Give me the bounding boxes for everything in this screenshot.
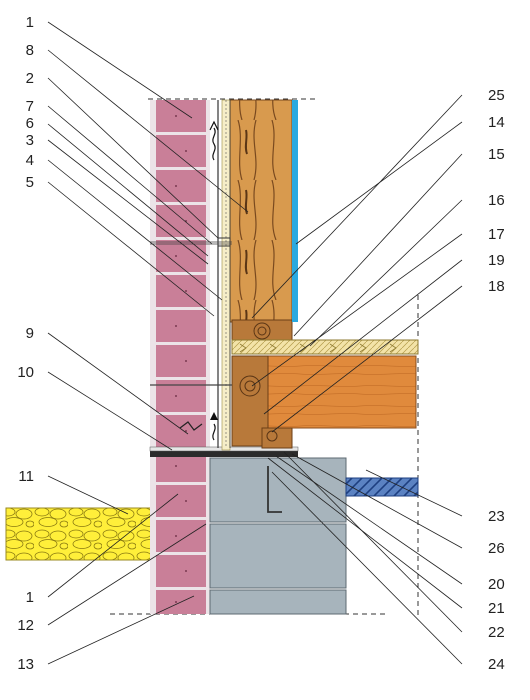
brick-course [156, 485, 206, 517]
brick-course [156, 170, 206, 202]
brick-course [156, 100, 206, 132]
label-left-12: 12 [17, 617, 34, 634]
brick-texture-dot [185, 360, 187, 362]
brick-texture-dot [185, 430, 187, 432]
label-right-12: 24 [488, 656, 505, 673]
label-right-0: 25 [488, 87, 505, 104]
foundation-blocks [209, 457, 347, 615]
label-left-7: 5 [26, 174, 34, 191]
brick-texture-dot [175, 601, 177, 603]
label-left-0: 1 [26, 14, 34, 31]
label-right-6: 18 [488, 278, 505, 295]
label-right-5: 19 [488, 252, 505, 269]
label-left-10: 11 [18, 468, 34, 485]
label-left-5: 3 [26, 132, 34, 149]
label-left-1: 8 [26, 42, 34, 59]
timber-wall-log [229, 99, 293, 323]
brick-course [156, 555, 206, 587]
brick-texture-dot [175, 395, 177, 397]
floor-beam [265, 355, 417, 429]
brick-course [156, 415, 206, 447]
label-left-13: 13 [17, 656, 34, 673]
brick-facing-wall [150, 100, 210, 614]
brick-course [156, 135, 206, 167]
label-left-6: 4 [26, 152, 34, 169]
gravel-backfill [5, 507, 157, 561]
brick-course [156, 345, 206, 377]
brick-texture-dot [175, 255, 177, 257]
right-labels: 25 14 15 16 17 19 18 23 26 20 21 22 24 [488, 87, 505, 673]
label-left-2: 2 [26, 70, 34, 87]
brick-texture-dot [185, 570, 187, 572]
brick-course [156, 310, 206, 342]
leader-lines [47, 21, 463, 665]
air-flow-arrows [209, 120, 219, 441]
ventilation-pipe [345, 477, 419, 497]
brick-texture-dot [185, 500, 187, 502]
label-right-3: 16 [488, 192, 505, 209]
label-right-10: 21 [488, 600, 505, 617]
label-left-8: 9 [26, 325, 34, 342]
left-labels: 1 8 2 7 6 3 4 5 9 10 11 1 12 13 [17, 14, 34, 673]
label-right-7: 23 [488, 508, 505, 525]
brick-texture-dot [175, 465, 177, 467]
sill-log [231, 355, 269, 447]
brick-texture-dot [175, 115, 177, 117]
label-right-8: 26 [488, 540, 505, 557]
label-right-1: 14 [488, 114, 505, 131]
damp-proof-course [150, 451, 298, 457]
label-left-3: 7 [26, 98, 34, 115]
label-left-4: 6 [26, 115, 34, 132]
brick-texture-dot [175, 185, 177, 187]
cavity-layers [217, 99, 231, 451]
brick-texture-dot [185, 150, 187, 152]
brick-texture-dot [175, 535, 177, 537]
brick-course [156, 520, 206, 552]
air-brick-marker [179, 421, 203, 431]
label-left-9: 10 [17, 364, 34, 381]
label-right-9: 20 [488, 576, 505, 593]
label-left-11: 1 [26, 589, 34, 606]
vapour-barrier [292, 100, 298, 322]
label-right-2: 15 [488, 146, 505, 163]
floor-board [231, 339, 419, 355]
brick-course [156, 275, 206, 307]
label-right-11: 22 [488, 624, 505, 641]
label-right-4: 17 [488, 226, 505, 243]
brick-texture-dot [175, 325, 177, 327]
brick-texture-dot [185, 290, 187, 292]
